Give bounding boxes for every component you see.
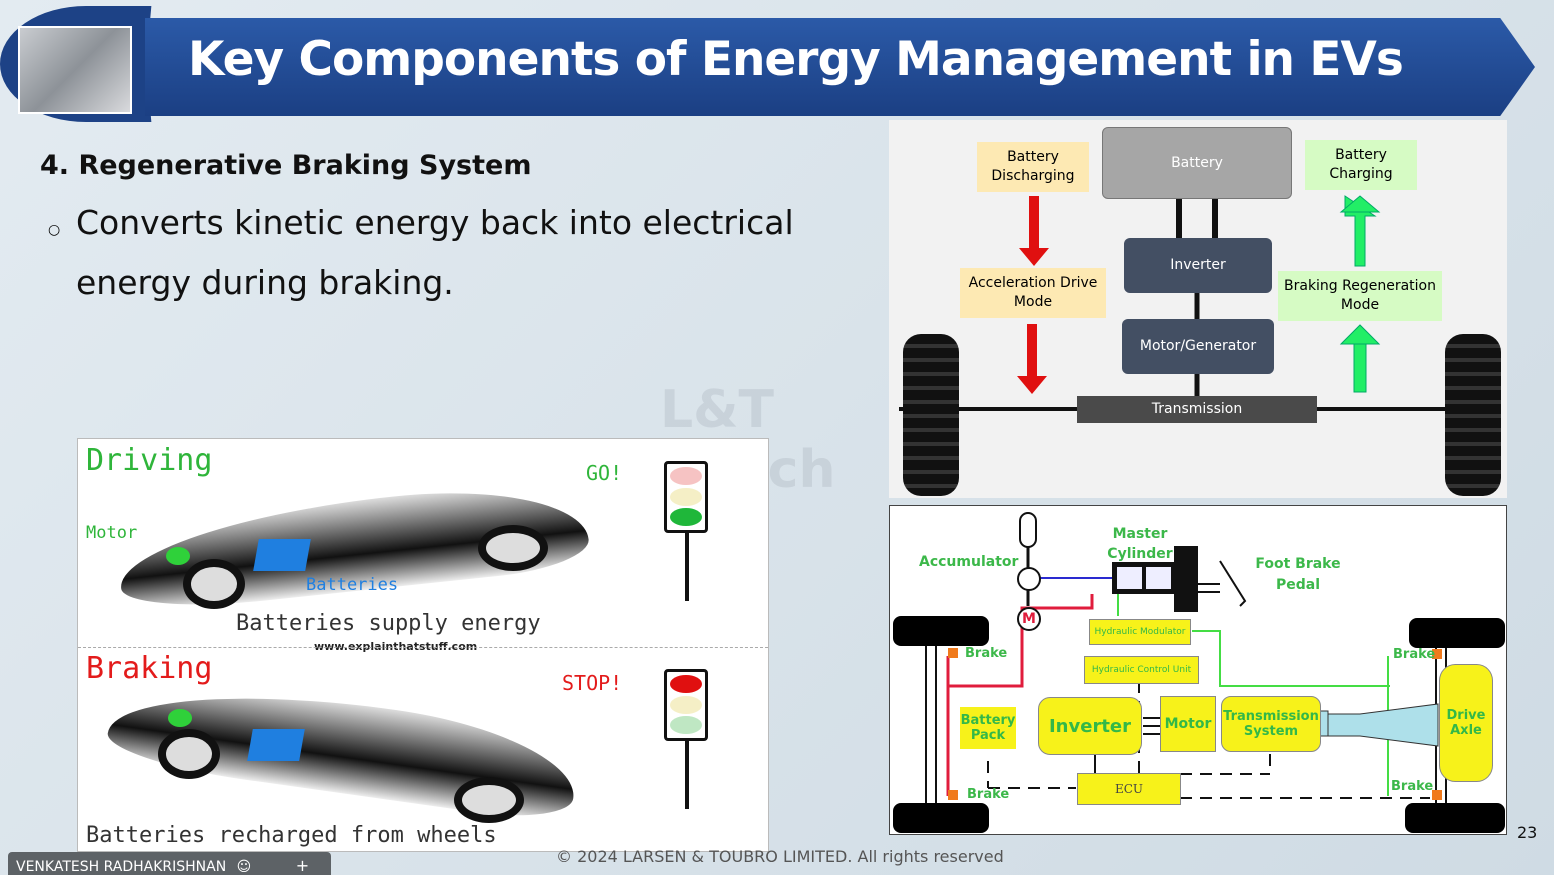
accumulator-label: Accumulator <box>919 554 1019 570</box>
green-arrow-icon <box>1339 195 1381 267</box>
recharged-caption: Batteries recharged from wheels <box>86 823 497 848</box>
flow-lines <box>899 195 1497 411</box>
motor-label: Motor <box>86 523 138 543</box>
inverter-block: Inverter <box>1124 238 1272 293</box>
braking-label: Braking <box>86 651 213 686</box>
participant-icon: ☺ <box>236 859 252 875</box>
brake-label-rear-left: Brake <box>967 787 1010 802</box>
brake-pad-icon <box>1432 649 1442 659</box>
brake-label-front-right: Brake <box>1393 647 1436 662</box>
motor-dot <box>166 547 190 565</box>
copyright-footer: © 2024 LARSEN & TOUBRO LIMITED. All righ… <box>556 847 1004 866</box>
red-arrow-icon <box>1017 324 1047 394</box>
stop-label: STOP! <box>562 671 623 695</box>
transmission-system-block: Transmission System <box>1221 696 1321 752</box>
supply-caption: Batteries supply energy <box>236 611 541 636</box>
wheel-icon <box>183 559 245 609</box>
battery-block <box>247 729 305 761</box>
brake-pad-icon <box>1432 790 1442 800</box>
hydraulic-modulator-block: Hydraulic Modulator <box>1089 619 1191 645</box>
wheel-icon <box>454 777 524 823</box>
battery-block: Battery <box>1102 127 1292 199</box>
battery-charging-label: Battery Charging <box>1305 140 1417 190</box>
traffic-light-green-icon <box>664 461 708 533</box>
brake-booster-icon <box>1174 546 1198 612</box>
red-arrow-icon <box>1019 196 1049 266</box>
motor-dot <box>168 709 192 727</box>
divider <box>78 647 768 648</box>
wheel-rear-left <box>893 803 989 833</box>
battery-pack-block: Battery Pack <box>960 707 1016 749</box>
presenter-name: VENKATESH RADHAKRISHNAN <box>16 859 227 875</box>
wheel-rear-right <box>1405 803 1505 833</box>
energy-flow-diagram: Battery Discharging Battery Battery Char… <box>889 120 1507 498</box>
green-arrow-icon <box>1339 324 1381 393</box>
foot-brake-pedal-label: Foot Brake Pedal <box>1255 556 1341 593</box>
traffic-light-pole <box>685 741 689 809</box>
drive-axle-block: Drive Axle <box>1439 664 1493 782</box>
brake-label-front-left: Brake <box>965 646 1008 661</box>
acceleration-mode-label: Acceleration Drive Mode <box>960 268 1106 318</box>
wheel-icon <box>478 525 548 571</box>
brake-label-rear-right: Brake <box>1391 779 1434 794</box>
motor-block: Motor <box>1160 696 1216 752</box>
wheel-front-left <box>893 616 989 646</box>
braking-regeneration-label: Braking Regeneration Mode <box>1278 271 1442 321</box>
regenerative-braking-schematic: M Accumulator Master Cylinder Foot Brake… <box>889 505 1507 835</box>
section-heading: 4. Regenerative Braking System <box>40 150 532 181</box>
master-cylinder-icon <box>1112 562 1176 594</box>
driving-label: Driving <box>86 443 213 478</box>
vehicle-thumbnail-image <box>18 26 132 114</box>
add-icon[interactable]: + <box>295 856 310 875</box>
brake-pad-icon <box>948 648 958 658</box>
title-banner <box>145 18 1535 116</box>
brake-pad-icon <box>948 790 958 800</box>
bullet-text-line1: Converts kinetic energy back into electr… <box>76 203 794 242</box>
transmission-block: Transmission <box>1077 396 1317 423</box>
wheel-icon <box>158 729 220 779</box>
master-cylinder-label: Master Cylinder <box>1107 526 1173 563</box>
go-label: GO! <box>586 461 623 485</box>
right-tire-icon <box>1445 334 1501 496</box>
inverter-block: Inverter <box>1038 697 1142 755</box>
bullet-text-line2: energy during braking. <box>76 263 454 302</box>
page-title: Key Components of Energy Management in E… <box>188 32 1404 87</box>
wheel-front-right <box>1409 618 1505 648</box>
source-url: www.explainthatstuff.com <box>314 640 478 653</box>
page-number: 23 <box>1517 823 1538 842</box>
bullet-icon: ○ <box>48 222 61 238</box>
motor-m-icon: M <box>1017 607 1041 631</box>
hydraulic-control-unit-block: Hydraulic Control Unit <box>1084 656 1199 684</box>
batteries-label: Batteries <box>306 575 399 595</box>
battery-discharging-label: Battery Discharging <box>977 142 1089 192</box>
driving-braking-figure: Driving GO! Motor Batteries Batteries su… <box>77 438 769 852</box>
battery-block <box>253 539 311 571</box>
ecu-block: ECU <box>1077 773 1181 805</box>
left-tire-icon <box>903 334 959 496</box>
traffic-light-pole <box>685 533 689 601</box>
motor-generator-block: Motor/Generator <box>1122 319 1274 374</box>
pump-icon <box>1017 567 1041 591</box>
traffic-light-red-icon <box>664 669 708 741</box>
presenter-name-tag[interactable]: VENKATESH RADHAKRISHNAN ☺ + <box>8 852 331 875</box>
